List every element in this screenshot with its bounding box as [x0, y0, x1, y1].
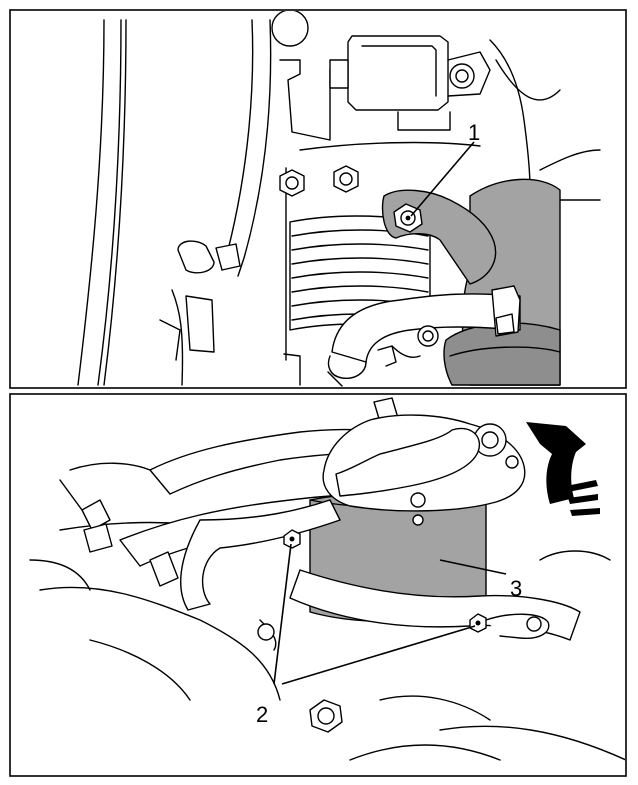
bolt-2-right: [469, 613, 487, 633]
callout-label-2: 2: [256, 702, 268, 727]
bolt-left: [279, 169, 305, 197]
top-panel: 1: [9, 9, 627, 389]
bottom-panel: 3 2: [9, 393, 627, 777]
bolt-center: [333, 165, 359, 193]
bolt-bottom: [309, 699, 343, 733]
leader-2b: [281, 625, 476, 685]
callout-1: 1: [410, 120, 480, 217]
removal-direction-arrow-icon: [526, 422, 600, 516]
bolt-2-left: [283, 529, 301, 549]
callout-label-1: 1: [468, 120, 480, 145]
callout-label-3: 3: [510, 576, 522, 601]
leader-3: [439, 559, 507, 575]
leader-2a: [273, 543, 292, 685]
